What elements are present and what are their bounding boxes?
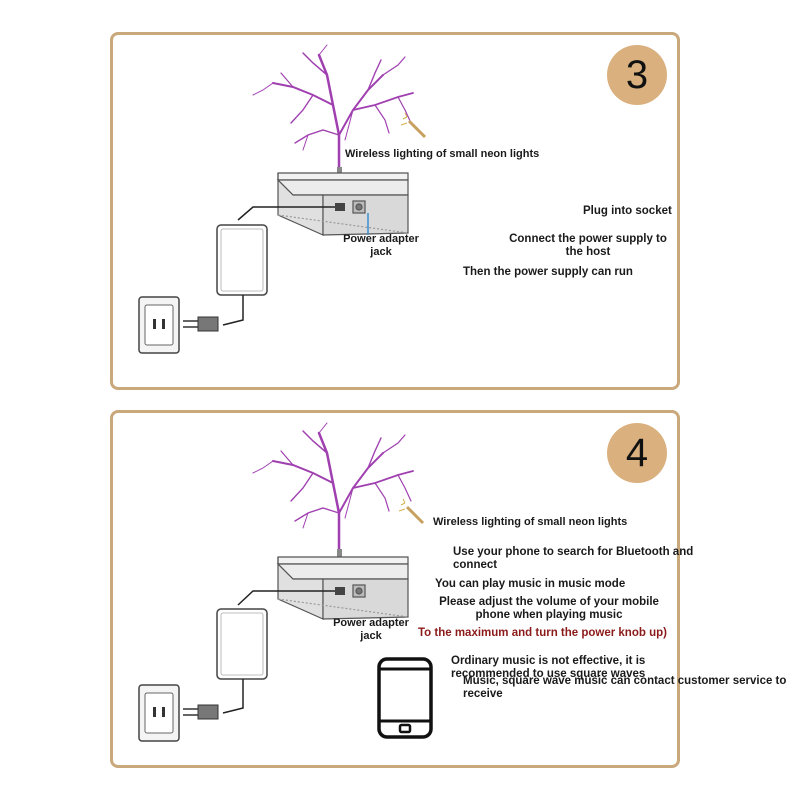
jack-label-line2: jack (360, 630, 382, 642)
instruction-ordinary-line2: recommended to use square waves (451, 668, 646, 680)
instruction-ordinary-music: Ordinary music is not effective, it is r… (451, 655, 645, 681)
dc-cable (237, 206, 341, 221)
neon-bulb-icon (398, 498, 425, 525)
ac-cable (222, 295, 244, 326)
instruction-volume: Please adjust the volume of your mobile … (435, 596, 663, 622)
plug-icon (183, 704, 219, 720)
jack-label-line1: Power adapter (333, 617, 409, 629)
jack-label-line1: Power adapter (343, 233, 419, 245)
instruction-volume-line2: phone when playing music (475, 609, 623, 621)
power-adapter-icon (216, 608, 268, 680)
step-badge: 4 (607, 423, 667, 483)
jack-label: Power adapter jack (341, 233, 421, 259)
tree-stem (337, 167, 342, 177)
step-4-panel: 4 (110, 410, 786, 768)
host-box-icon (276, 556, 409, 620)
jack-label-line2: jack (370, 246, 392, 258)
instruction-connect-line1: Connect the power supply to (509, 233, 667, 245)
instruction-connect: Connect the power supply to the host (509, 233, 667, 259)
instruction-plug: Plug into socket (583, 205, 672, 217)
phone-icon (377, 657, 433, 739)
wall-socket-icon (138, 296, 180, 354)
step-3-panel: 3 (110, 32, 680, 390)
step-number: 3 (625, 52, 649, 97)
neon-bulb-icon (400, 112, 427, 139)
plug-icon (183, 316, 219, 332)
device-illustration (138, 44, 427, 354)
instruction-music-mode: You can play music in music mode (435, 578, 626, 590)
dc-plug (335, 587, 345, 595)
jack-label: Power adapter jack (331, 617, 411, 643)
neon-tree-icon (252, 422, 414, 553)
instruction-square-wave: Music, square wave music can contact cus… (463, 675, 786, 701)
instruction-connect-line2: the host (565, 246, 611, 258)
neon-label: Wireless lighting of small neon lights (345, 148, 540, 160)
neon-tree-icon (252, 44, 414, 172)
instruction-ordinary-line1: Ordinary music is not effective, it is (451, 655, 646, 667)
device-illustration (138, 422, 433, 742)
instruction-maximum: To the maximum and turn the power knob u… (418, 627, 667, 639)
instruction-square-line1: Music, square wave music can contact cus… (463, 675, 787, 687)
ac-cable (222, 679, 244, 714)
dc-cable (237, 590, 341, 606)
dc-plug (335, 203, 345, 211)
instruction-volume-line1: Please adjust the volume of your mobile (439, 596, 659, 608)
instruction-run: Then the power supply can run (463, 266, 633, 278)
wall-socket-icon (138, 684, 180, 742)
step-badge: 3 (607, 45, 667, 105)
instruction-bluetooth-line1: Use your phone to search for Bluetooth a… (453, 546, 694, 558)
neon-label: Wireless lighting of small neon lights (433, 516, 628, 528)
power-adapter-icon (216, 224, 268, 296)
instruction-bluetooth-line2: connect (453, 559, 498, 571)
instruction-bluetooth: Use your phone to search for Bluetooth a… (453, 546, 693, 572)
instruction-square-line2: receive (463, 688, 503, 700)
step-number: 4 (625, 430, 649, 475)
tree-stem (337, 549, 342, 559)
